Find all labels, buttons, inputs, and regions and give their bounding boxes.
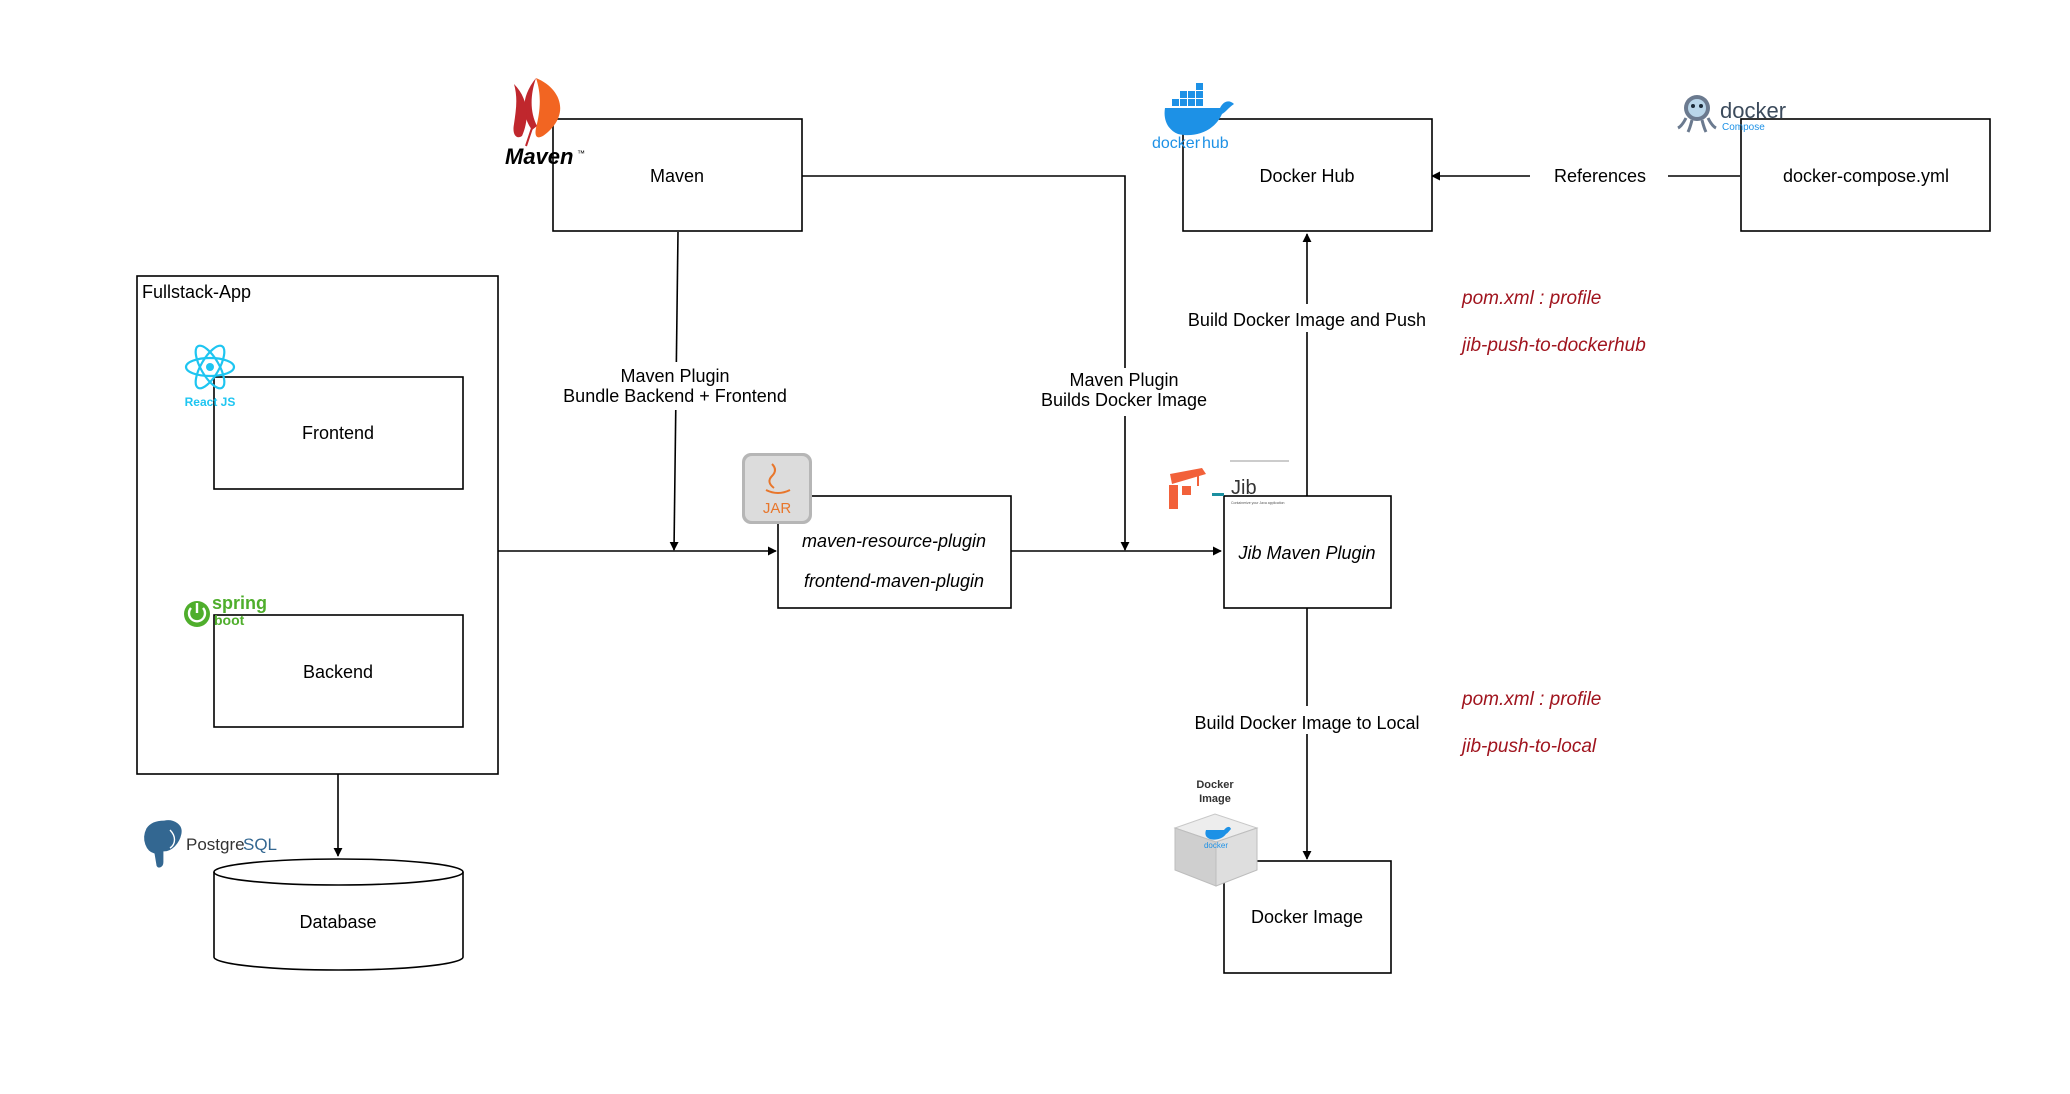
maven-logo: Maven ™: [505, 78, 585, 169]
postgres-logo-text-a: Postgre: [186, 835, 245, 854]
fullstack-app-label: Fullstack-App: [142, 282, 251, 302]
docker-hub-logo: docker hub: [1152, 83, 1234, 152]
backend-label: Backend: [303, 662, 373, 682]
react-logo: React JS: [184, 344, 236, 409]
maven-feather-icon: [513, 78, 561, 147]
jib-maven-plugin-label: Jib Maven Plugin: [1237, 543, 1375, 563]
maven-resource-plugin-label: maven-resource-plugin: [802, 531, 986, 551]
frontend-node: Frontend: [213, 376, 464, 490]
docker-hub-label: Docker Hub: [1259, 166, 1354, 186]
docker-whale-icon: [1164, 83, 1234, 136]
maven-logo-tm: ™: [577, 149, 585, 158]
note-jib-push-to-dockerhub: jib-push-to-dockerhub: [1459, 335, 1646, 356]
docker-compose-label: docker-compose.yml: [1783, 166, 1949, 186]
docker-image-caption-1: Docker: [1196, 779, 1234, 791]
docker-image-logo: Docker Image docker: [1173, 779, 1259, 887]
maven-node: Maven: [552, 118, 803, 232]
docker-hub-logo-suffix: hub: [1202, 135, 1229, 152]
backend-node: Backend: [213, 614, 464, 728]
edge-label-maven-plugin-1: Maven Plugin: [620, 366, 729, 386]
maven-label: Maven: [650, 166, 704, 186]
database-node: Database: [213, 858, 464, 971]
docker-hub-logo-text: docker: [1152, 135, 1201, 152]
compose-logo-sub: Compose: [1722, 122, 1765, 133]
note-pom-profile-2: pom.xml : profile: [1461, 689, 1601, 710]
docker-image-cube-icon: docker: [1173, 813, 1259, 887]
postgresql-elephant-icon: [142, 819, 183, 869]
docker-compose-logo: docker Compose: [1677, 95, 1786, 133]
edge-maven-to-jib: [802, 175, 1130, 551]
docker-image-label: Docker Image: [1251, 907, 1363, 927]
edge-label-local: Build Docker Image to Local: [1194, 713, 1419, 733]
jib-logo-text: Jib: [1231, 477, 1257, 499]
note-jib-push-to-local: jib-push-to-local: [1459, 736, 1597, 757]
spring-logo-text: spring: [212, 593, 267, 613]
jib-logo-tagline: Containerize your Java application: [1231, 501, 1285, 505]
compose-logo-text: docker: [1720, 98, 1786, 123]
react-atom-icon: [184, 344, 236, 390]
docker-compose-octopus-icon: [1677, 95, 1717, 133]
jar-label: JAR: [763, 500, 792, 517]
edge-label-maven-plugin-2: Maven Plugin: [1069, 370, 1178, 390]
react-logo-text: React JS: [185, 395, 236, 409]
edge-label-bundle: Bundle Backend + Frontend: [563, 386, 787, 406]
database-label: Database: [299, 912, 376, 932]
postgresql-logo: Postgre SQL: [142, 819, 277, 869]
edge-label-push: Build Docker Image and Push: [1188, 310, 1426, 330]
spring-boot-logo: spring boot: [184, 593, 267, 628]
jib-maven-plugin-node: Jib Maven Plugin: [1223, 495, 1392, 609]
jib-crane-icon: [1169, 468, 1224, 509]
frontend-maven-plugin-label: frontend-maven-plugin: [804, 571, 984, 591]
frontend-label: Frontend: [302, 423, 374, 443]
jib-logo: Jib Containerize your Java application: [1169, 460, 1289, 509]
docker-image-caption-2: Image: [1199, 793, 1231, 805]
maven-logo-text: Maven: [505, 144, 573, 169]
edge-label-builds-docker-image: Builds Docker Image: [1041, 390, 1207, 410]
spring-power-icon: [184, 601, 210, 627]
java-jar-icon: JAR: [742, 453, 812, 524]
boot-logo-text: boot: [214, 612, 245, 628]
postgres-logo-text-b: SQL: [243, 835, 277, 854]
bundle-plugins-node: maven-resource-plugin frontend-maven-plu…: [777, 495, 1012, 609]
docker-image-cube-text: docker: [1204, 841, 1228, 850]
docker-compose-node: docker-compose.yml: [1740, 118, 1991, 232]
docker-image-node: Docker Image: [1223, 860, 1392, 974]
note-pom-profile-1: pom.xml : profile: [1461, 288, 1601, 309]
docker-hub-node: Docker Hub: [1182, 118, 1433, 232]
edge-label-references: References: [1554, 166, 1646, 186]
